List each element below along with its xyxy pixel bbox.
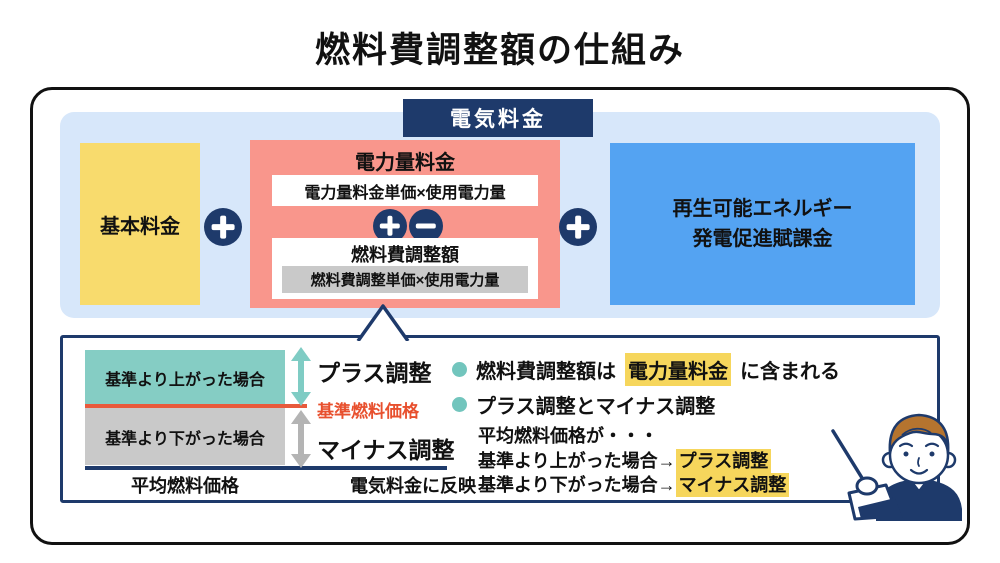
eyebrow-right: [924, 442, 940, 448]
arm-suit: [858, 498, 903, 519]
up-down-arrow-icon: [291, 410, 311, 468]
renewable-fee-line2: 発電促進賦課金: [692, 228, 833, 250]
notes-block: 燃料費調整額は電力量料金に含まれる プラス調整とマイナス調整 平均燃料価格が・・…: [452, 352, 840, 498]
subnote-3: 基準より下がった場合→マイナス調整: [478, 473, 840, 498]
up-down-arrow-icon: [291, 347, 311, 406]
reflected-in-bill-label: 電気料金に反映: [350, 476, 476, 496]
subnote-2: 基準より上がった場合→プラス調整: [478, 448, 840, 474]
plus-adjustment-label: プラス調整: [317, 360, 432, 386]
energy-fee-title: 電力量料金: [355, 152, 455, 174]
note2-text: プラス調整とマイナス調整: [476, 395, 716, 418]
minus-adjustment-label: マイナス調整: [317, 437, 455, 463]
electricity-fee-badge: 電気料金: [403, 99, 593, 137]
hair: [888, 413, 950, 455]
note1-highlight: 電力量料金: [625, 352, 731, 386]
fuel-adjustment-title: 燃料費調整額: [351, 245, 459, 265]
minus-icon: [409, 209, 443, 243]
note-bullet-2: プラス調整とマイナス調整: [452, 388, 840, 420]
subnote2-highlight: プラス調整: [675, 448, 772, 473]
bullet-dot-icon: [452, 361, 467, 377]
nose: [917, 457, 920, 467]
hair-part-line: [901, 427, 932, 436]
baseline-line: [85, 404, 307, 408]
energy-fee-formula: 電力量料金単価×使用電力量: [272, 175, 538, 206]
mouth: [909, 468, 929, 475]
renewable-energy-fee-box: 再生可能エネルギー 発電促進賦課金: [610, 143, 915, 305]
note-sub-lines: 平均燃料価格が・・・ 基準より上がった場合→プラス調整 基準より下がった場合→マ…: [478, 424, 840, 498]
page-title: 燃料費調整額の仕組み: [314, 31, 685, 70]
eye-left: [903, 451, 909, 457]
above-baseline-box: 基準より上がった場合: [85, 350, 285, 406]
pointer-stick-icon: [831, 429, 869, 488]
callout-triangle: [356, 304, 410, 341]
plus-icon: [204, 208, 242, 246]
subnote1-text: 平均燃料価格が・・・: [478, 426, 658, 446]
axis-line: [85, 466, 447, 470]
renewable-fee-line1: 再生可能エネルギー: [672, 198, 853, 220]
person-illustration: [831, 413, 962, 521]
plus-icon: [559, 208, 597, 246]
baseline-price-label: 基準燃料価格: [317, 402, 419, 421]
tie: [915, 489, 923, 498]
note-bullet-1: 燃料費調整額は電力量料金に含まれる: [452, 352, 840, 386]
fuel-adjustment-formula: 燃料費調整単価×使用電力量: [282, 266, 528, 293]
eye-right: [929, 451, 935, 457]
subnote-1: 平均燃料価格が・・・: [478, 424, 840, 449]
note1-pre: 燃料費調整額は: [476, 360, 616, 383]
plus-icon: [373, 209, 407, 243]
average-fuel-price-label: 平均燃料価格: [131, 476, 239, 496]
subnote3-pre: 基準より下がった場合→: [478, 475, 676, 495]
subnote3-highlight: マイナス調整: [675, 473, 790, 497]
subnote2-pre: 基準より上がった場合→: [478, 450, 676, 471]
eyebrow-left: [898, 442, 914, 448]
below-baseline-box: 基準より下がった場合: [85, 408, 285, 465]
hand-fist: [855, 476, 879, 496]
bullet-dot-icon: [452, 396, 467, 412]
note1-post: に含まれる: [740, 360, 840, 383]
basic-fee-box: 基本料金: [80, 143, 200, 305]
